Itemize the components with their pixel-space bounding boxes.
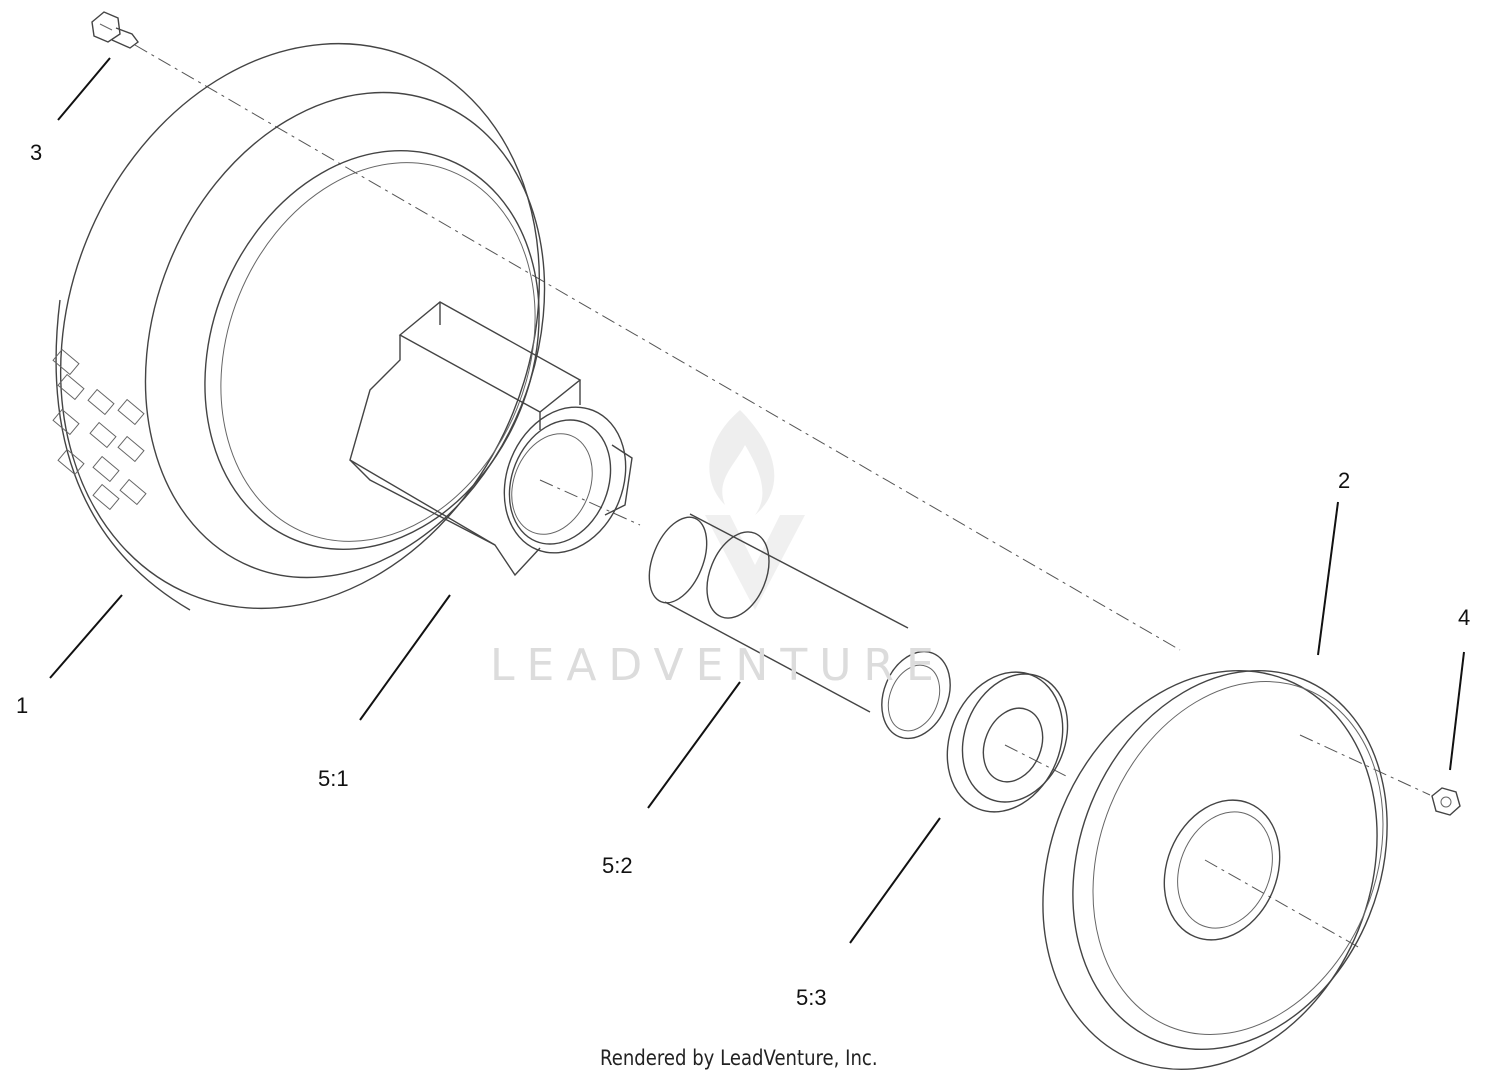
spacer-tube	[648, 513, 951, 740]
nut	[1431, 787, 1461, 816]
leader-5-1	[359, 594, 451, 721]
leader-3	[57, 57, 111, 121]
leader-2	[1317, 501, 1339, 656]
center-axis-rim	[1204, 859, 1361, 949]
callout-1: 1	[16, 693, 29, 718]
callout-4: 4	[1458, 605, 1471, 630]
leader-1	[49, 594, 123, 679]
watermark-text: LEADVENTURE	[490, 640, 946, 691]
callout-2: 2	[1338, 468, 1351, 493]
callout-5-2: 5:2	[602, 853, 633, 878]
footer-credit: Rendered by LeadVenture, Inc.	[600, 1046, 878, 1070]
center-axis-upper	[134, 44, 1181, 651]
watermark-logo	[705, 410, 805, 610]
tire	[52, 42, 546, 611]
leader-4	[1449, 651, 1465, 771]
tire-tread	[52, 348, 147, 511]
callout-3: 3	[30, 140, 43, 165]
wheel-rim	[1042, 669, 1388, 1070]
center-axis-lower	[539, 479, 641, 526]
callout-5-1: 5:1	[318, 766, 349, 791]
center-axis-spacer	[1004, 744, 1071, 779]
leader-5-2	[647, 681, 741, 809]
bolt	[91, 11, 139, 49]
callout-5-3: 5:3	[796, 985, 827, 1010]
center-axis-hub	[1299, 734, 1431, 796]
bearing	[946, 671, 1069, 813]
hub-sleeve	[349, 301, 633, 577]
leader-5-3	[849, 817, 941, 944]
